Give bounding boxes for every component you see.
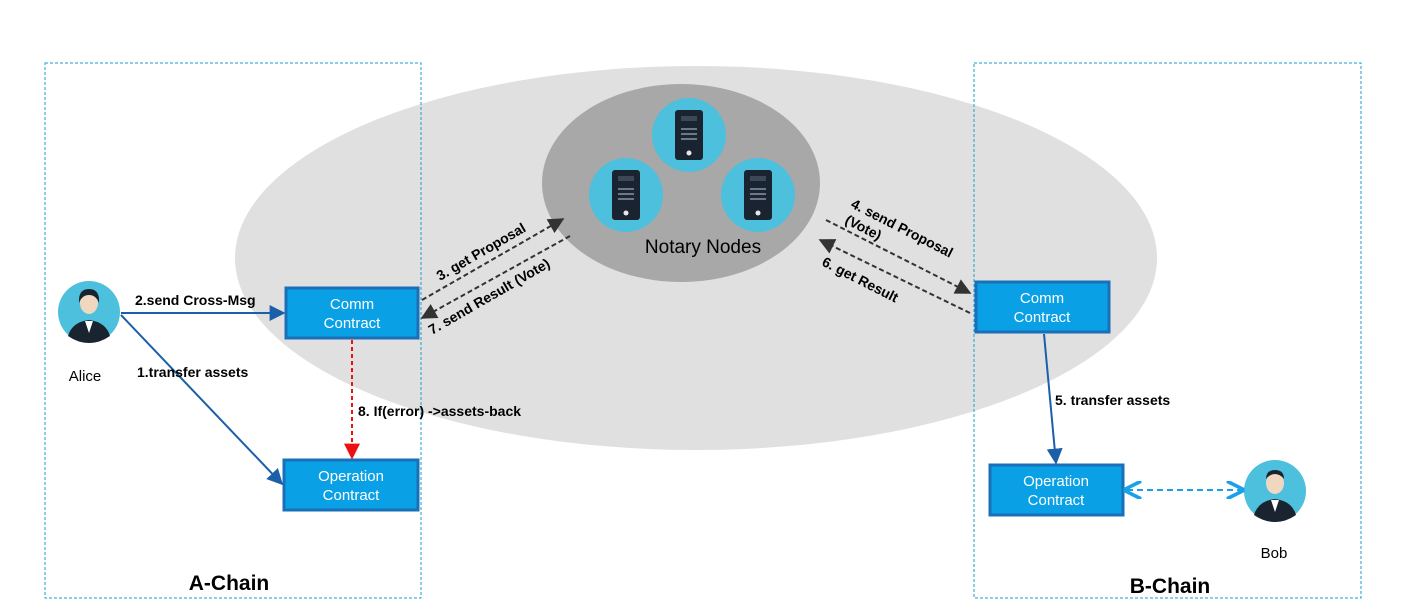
server-icon [675,110,703,160]
arrow-transfer-assets-a [120,314,284,486]
b-chain-container [973,62,1362,599]
a-comm-contract-line1: Comm [330,296,374,313]
notary-title: Notary Nodes [645,237,761,258]
a-chain-container [44,62,422,599]
server-icon [744,170,772,220]
bob-label: Bob [1261,545,1288,562]
notary-node-right [721,158,795,232]
alice-avatar [58,281,120,343]
step-8-label: 8. If(error) ->assets-back [358,403,521,419]
bob-avatar [1244,460,1306,522]
b-operation-contract: Operation Contract [988,463,1125,517]
notary-nodes-ellipse [542,84,820,282]
a-operation-contract: Operation Contract [282,458,420,512]
notary-node-top [652,98,726,172]
a-operation-contract-line1: Operation [318,468,384,485]
b-chain-title: B-Chain [1130,575,1211,598]
b-operation-contract-line2: Contract [1028,492,1086,509]
b-comm-contract-line2: Contract [1014,309,1072,326]
arrow-transfer-assets-b [1043,333,1063,465]
alice-label: Alice [69,368,102,385]
a-comm-contract-line2: Contract [324,315,382,332]
b-comm-contract-line1: Comm [1020,290,1064,307]
arrow-get-proposal [421,218,565,301]
a-comm-contract: Comm Contract [284,286,420,340]
b-operation-contract-line1: Operation [1023,473,1089,490]
arrow-send-proposal [825,219,972,294]
step-5-label: 5. transfer assets [1055,392,1170,408]
b-comm-contract: Comm Contract [974,280,1111,334]
arrow-get-result [818,239,971,314]
a-chain-title: A-Chain [189,572,270,595]
server-icon [612,170,640,220]
step-2-label: 2.send Cross-Msg [135,292,256,308]
a-operation-contract-line2: Contract [323,487,381,504]
notary-node-left [589,158,663,232]
step-1-label: 1.transfer assets [137,364,249,380]
arrow-send-result [420,235,571,319]
